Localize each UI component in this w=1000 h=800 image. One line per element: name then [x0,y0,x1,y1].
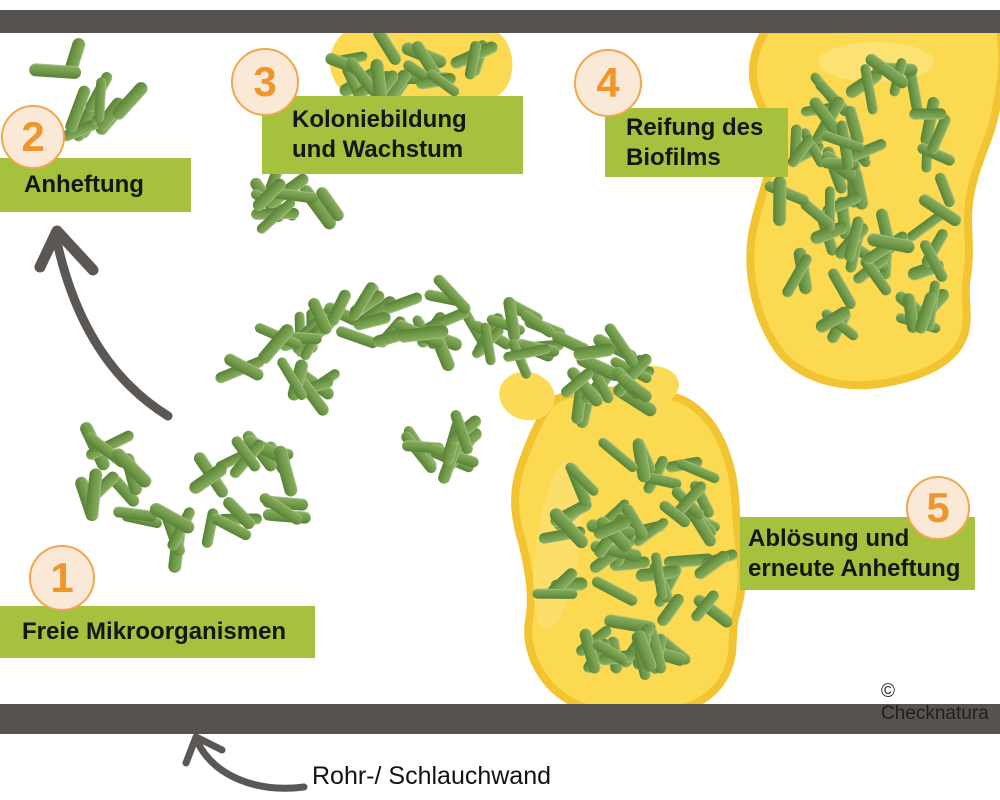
step-1-number-badge: 1 [29,545,95,611]
step-1-label: Freie Mikroorganismen [22,618,287,645]
step-1-label-box: Freie Mikroorganismen [0,606,315,658]
attachment-arrow-head [34,225,99,276]
step-2-label: Anheftung [24,171,144,198]
step-5-number-badge: 5 [906,476,970,540]
step-4-label-line2: Biofilms [626,143,721,171]
pipe-wall-bottom [0,704,1000,734]
pipe-wall-annotation: Rohr-/ Schlauchwand [312,762,552,790]
attachment-arrow [52,237,173,421]
step-2-number-badge: 2 [1,105,65,169]
detached-matrix-fragment [499,371,555,421]
wall-pointer-arrow [193,737,308,792]
step-3-label-line2: und Wachstum [292,136,464,163]
step-4-label-box: Reifung des Biofilms [605,108,788,177]
pipe-wall-top [0,10,1000,33]
step-3-label-box: Koloniebildung und Wachstum [262,96,523,174]
copyright-credit: © Checknatura [881,681,989,724]
step-4-label-line1: Reifung des [626,113,764,141]
step-5-label-line2: erneute Anheftung [748,554,961,582]
step-5-label-line1: Ablösung und [748,524,910,552]
step-4-number-badge: 4 [574,49,642,117]
step-3-label-line1: Koloniebildung [292,106,467,133]
step-3-number-badge: 3 [231,48,299,116]
wall-pointer-arrow-head [182,733,226,767]
